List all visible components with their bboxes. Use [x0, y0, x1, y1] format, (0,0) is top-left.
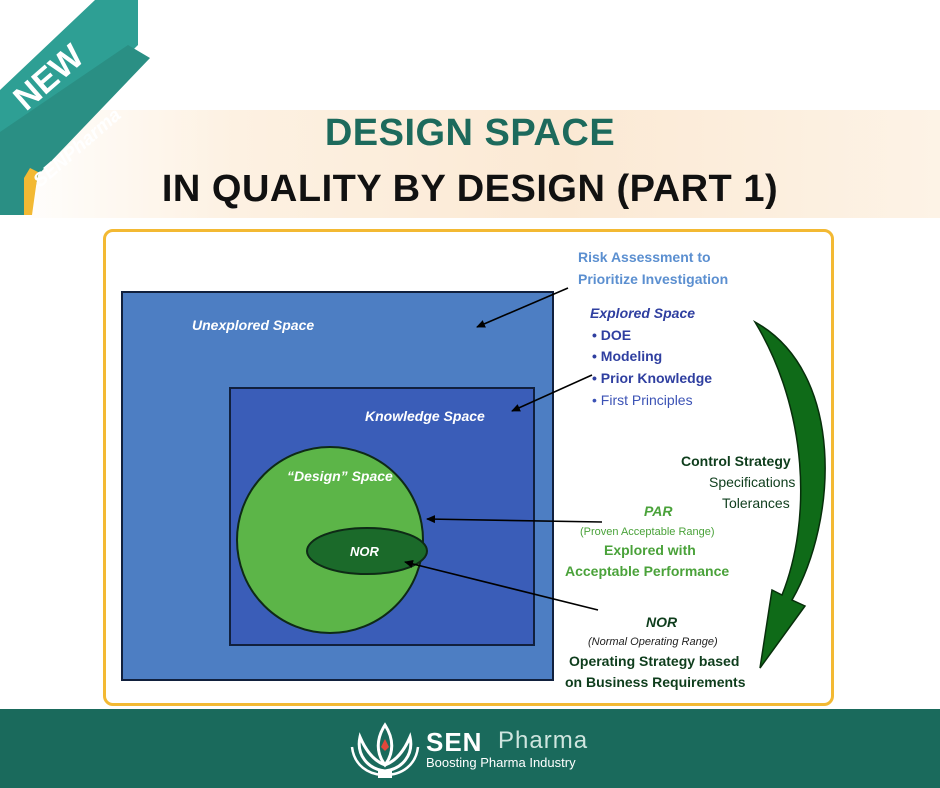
sen-lotus-logo-icon	[350, 722, 420, 778]
risk-text-line2: Prioritize Investigation	[578, 271, 728, 287]
control-item-tolerances: Tolerances	[722, 495, 790, 511]
page-title-line2: IN QUALITY BY DESIGN (PART 1)	[161, 168, 779, 210]
footer-bar	[0, 709, 940, 788]
footer-brand-sen: SEN	[426, 727, 483, 757]
explored-item-prior: • Prior Knowledge	[592, 370, 712, 386]
explored-item-doe: • DOE	[592, 327, 631, 343]
nor-title: NOR	[646, 614, 678, 630]
control-item-specs: Specifications	[709, 474, 795, 490]
title-band	[0, 110, 940, 218]
explored-item-principles: • First Principles	[592, 392, 693, 408]
nor-line2: on Business Requirements	[565, 674, 746, 690]
footer-tagline: Boosting Pharma Industry	[426, 755, 576, 770]
design-space-label: “Design” Space	[287, 468, 393, 484]
risk-text-line1: Risk Assessment to	[578, 249, 711, 265]
unexplored-space-label: Unexplored Space	[192, 317, 314, 333]
risk-arrow	[476, 287, 569, 328]
par-arrow	[426, 515, 603, 524]
new-ribbon: NEW SENPharma	[0, 0, 150, 215]
control-title: Control Strategy	[681, 453, 791, 469]
explored-item-modeling: • Modeling	[592, 348, 662, 364]
par-line1: Explored with	[604, 542, 696, 558]
par-subtitle: (Proven Acceptable Range)	[580, 526, 715, 538]
par-line2: Acceptable Performance	[565, 563, 729, 579]
par-title: PAR	[644, 503, 673, 519]
footer-brand-pharma: Pharma	[498, 727, 589, 754]
control-strategy-arrow	[752, 319, 826, 669]
nor-ellipse-label: NOR	[350, 544, 380, 559]
nor-subtitle: (Normal Operating Range)	[588, 636, 718, 648]
nor-ellipse	[306, 527, 428, 575]
knowledge-space-label: Knowledge Space	[365, 408, 485, 424]
explored-title: Explored Space	[590, 305, 695, 321]
nor-arrow	[404, 560, 599, 611]
explored-arrow	[511, 374, 593, 412]
nor-line1: Operating Strategy based	[569, 653, 739, 669]
page-title-line1: DESIGN SPACE	[324, 112, 616, 154]
